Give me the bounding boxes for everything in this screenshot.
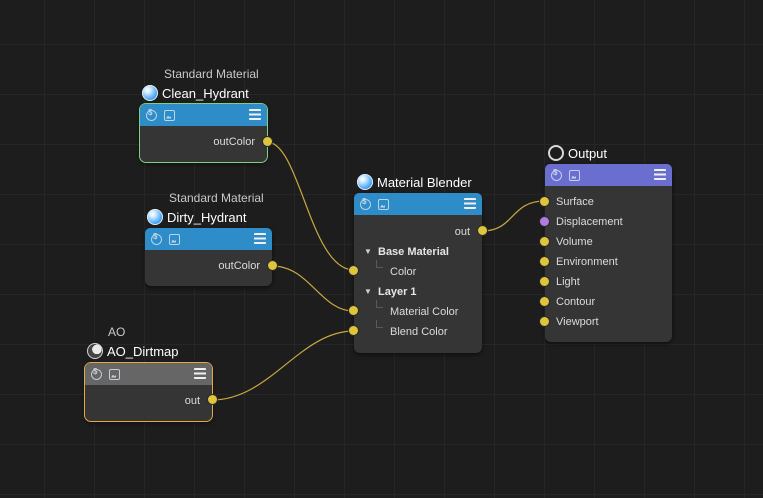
clean-hydrant-out-port[interactable] [263, 137, 272, 146]
volume-input-label: Volume [556, 236, 593, 248]
surface-input-port[interactable] [540, 197, 549, 206]
ao-dirtmap-out-port[interactable] [208, 395, 217, 404]
volume-input-port[interactable] [540, 237, 549, 246]
image-icon[interactable] [569, 169, 580, 181]
dirty-hydrant-out-label: outColor [218, 260, 260, 272]
contour-input-label: Contour [556, 296, 596, 308]
wire-blender-to-surface[interactable] [481, 200, 546, 232]
displacement-input-label: Displacement [556, 216, 623, 228]
output-header[interactable] [545, 164, 672, 186]
dirty-hydrant-title: Dirty_Hydrant [147, 208, 246, 226]
menu-icon[interactable] [254, 233, 266, 244]
material-blender-name: Material Blender [377, 174, 472, 190]
displacement-input-port[interactable] [540, 217, 549, 226]
dirty-hydrant-name: Dirty_Hydrant [167, 209, 247, 225]
viewport-input-label: Viewport [556, 316, 599, 328]
light-input-port[interactable] [540, 277, 549, 286]
material-sphere-icon [142, 85, 158, 101]
dollar-icon[interactable] [360, 197, 371, 210]
base-color-input-port[interactable] [349, 266, 358, 275]
ao-dirtmap-name: AO_Dirtmap [107, 343, 179, 359]
wire-dirty-to-material-color[interactable] [271, 265, 355, 312]
material-blender-out-port[interactable] [478, 226, 487, 235]
output-icon [548, 145, 564, 161]
dirty-hydrant-out-port[interactable] [268, 261, 277, 270]
output-node[interactable]: Surface Displacement Volume Environment … [540, 164, 672, 342]
image-icon[interactable] [109, 368, 120, 380]
clean-hydrant-header[interactable] [140, 104, 267, 126]
material-blender-node[interactable]: out ▼ Base Material Color ▼ Layer 1 Mate… [349, 193, 487, 353]
light-input-label: Light [556, 276, 580, 288]
clean-hydrant-node[interactable]: outColor [139, 103, 272, 163]
clean-hydrant-type-label: Standard Material [164, 67, 259, 81]
image-icon[interactable] [164, 109, 175, 121]
dirty-hydrant-type-label: Standard Material [169, 191, 264, 205]
material-sphere-icon [357, 174, 373, 190]
ao-dirtmap-header[interactable] [85, 363, 212, 385]
wire-clean-to-base-color[interactable] [266, 141, 355, 271]
menu-icon[interactable] [464, 198, 476, 209]
ao-dirtmap-title: AO_Dirtmap [87, 342, 179, 360]
dollar-icon[interactable] [551, 168, 562, 181]
viewport-input-port[interactable] [540, 317, 549, 326]
ao-type-label: AO [108, 325, 126, 339]
material-blender-out-label: out [454, 226, 470, 238]
base-material-group-label[interactable]: Base Material [378, 246, 449, 258]
menu-icon[interactable] [194, 368, 206, 379]
image-icon[interactable] [378, 198, 389, 210]
tree-connector [376, 260, 383, 268]
material-color-input-port[interactable] [349, 306, 358, 315]
material-color-input-label: Material Color [390, 306, 459, 318]
clean-hydrant-name: Clean_Hydrant [162, 85, 249, 101]
dollar-icon[interactable] [146, 108, 157, 121]
wire-ao-to-blend-color[interactable] [211, 330, 355, 401]
tree-connector [376, 300, 383, 308]
clean-hydrant-title: Clean_Hydrant [142, 84, 249, 102]
material-sphere-icon [147, 209, 163, 225]
environment-input-label: Environment [556, 256, 618, 268]
dollar-icon[interactable] [151, 232, 162, 245]
output-title: Output [548, 144, 607, 162]
chevron-down-icon[interactable]: ▼ [364, 247, 372, 256]
contour-input-port[interactable] [540, 297, 549, 306]
material-blender-header[interactable] [354, 193, 482, 215]
dirty-hydrant-header[interactable] [145, 228, 272, 250]
image-icon[interactable] [169, 233, 180, 245]
tree-connector [376, 320, 383, 328]
ao-icon [87, 343, 103, 359]
environment-input-port[interactable] [540, 257, 549, 266]
ao-dirtmap-out-label: out [184, 395, 200, 407]
blend-color-input-port[interactable] [349, 326, 358, 335]
dirty-hydrant-node[interactable]: outColor [145, 228, 277, 286]
output-name: Output [568, 145, 608, 161]
material-blender-title: Material Blender [357, 173, 472, 191]
dollar-icon[interactable] [91, 367, 102, 380]
blend-color-input-label: Blend Color [390, 326, 448, 338]
menu-icon[interactable] [654, 169, 666, 180]
surface-input-label: Surface [556, 196, 594, 208]
chevron-down-icon[interactable]: ▼ [364, 287, 372, 296]
clean-hydrant-out-label: outColor [213, 136, 255, 148]
base-color-input-label: Color [390, 266, 417, 278]
ao-dirtmap-node[interactable]: out [84, 362, 217, 422]
menu-icon[interactable] [249, 109, 261, 120]
layer1-group-label[interactable]: Layer 1 [378, 286, 417, 298]
